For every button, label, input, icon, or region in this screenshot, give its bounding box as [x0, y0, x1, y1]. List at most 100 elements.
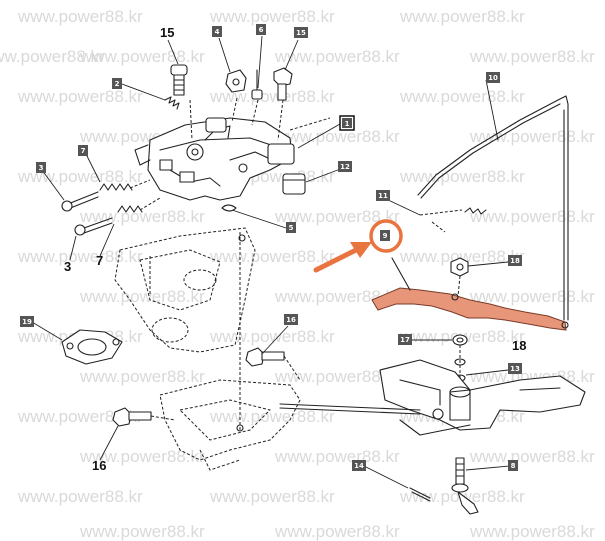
spring-7-upper-icon — [99, 183, 133, 191]
leader-lines — [31, 35, 511, 489]
svg-text:17: 17 — [400, 336, 410, 344]
callout-tag-14: 14 — [352, 460, 366, 471]
screw-3-upper-icon — [61, 191, 99, 212]
watermark: www.power88.kr — [17, 7, 143, 26]
label-18: 18 — [512, 338, 526, 353]
watermark: www.power88.kr — [274, 207, 400, 226]
watermark: www.power88.kr — [79, 207, 205, 226]
callout-tag-6: 6 — [256, 24, 266, 35]
callout-tag-3: 3 — [36, 162, 46, 173]
watermark: www.power88.kr — [274, 367, 400, 386]
callout-tag-15: 15 — [294, 27, 308, 38]
svg-text:16: 16 — [286, 316, 296, 324]
callout-tag-10: 10 — [486, 72, 500, 83]
gasket-19-icon — [61, 329, 123, 365]
callout-tag-5: 5 — [286, 222, 296, 233]
watermark: www.power88.kr — [17, 87, 143, 106]
callout-tag-4: 4 — [212, 26, 222, 37]
callout-tag-19: 19 — [20, 316, 34, 327]
block-12-icon — [282, 173, 306, 195]
callout-tag-7: 7 — [78, 145, 88, 156]
screw-3-lower-icon — [74, 217, 113, 236]
watermark: www.power88.kr — [79, 367, 205, 386]
watermark: www.power88.kr — [274, 447, 400, 466]
housing-outline — [159, 379, 301, 461]
watermark: www.power88.kr — [79, 287, 205, 306]
svg-text:12: 12 — [340, 163, 350, 171]
bolt-15-icon — [170, 64, 188, 96]
svg-text:7: 7 — [81, 147, 86, 155]
watermark-layer: www.power88.kr www.power88.kr www.power8… — [0, 7, 595, 541]
shaft-housing — [379, 359, 586, 431]
label-3: 3 — [64, 259, 71, 274]
spring-2-icon — [164, 96, 180, 110]
screw-6-icon — [251, 69, 263, 100]
watermark: www.power88.kr — [17, 167, 143, 186]
watermark: www.power88.kr — [79, 522, 205, 541]
svg-text:9: 9 — [383, 232, 388, 240]
callout-tags: 1 2 3 4 5 6 7 8 9 10 11 12 13 14 15 16 1… — [20, 24, 526, 473]
bolt-8-icon — [451, 457, 479, 515]
callout-tag-16: 16 — [284, 314, 298, 325]
highlight-circle-icon — [369, 219, 403, 253]
spring-7-lower-icon — [117, 205, 143, 213]
nut-4-icon — [225, 69, 247, 93]
highlight-arrow-icon — [313, 242, 372, 273]
callout-tag-1: 1 — [339, 115, 355, 131]
svg-text:5: 5 — [289, 224, 294, 232]
watermark: www.power88.kr — [17, 407, 143, 426]
watermark: www.power88.kr — [17, 487, 143, 506]
watermark: www.power88.kr — [274, 522, 400, 541]
svg-text:3: 3 — [39, 164, 44, 172]
intake-outline — [114, 227, 256, 353]
svg-text:2: 2 — [115, 80, 120, 88]
watermark: www.power88.kr — [209, 247, 335, 266]
watermark: www.power88.kr — [209, 487, 335, 506]
svg-text:11: 11 — [378, 192, 388, 200]
watermark: www.power88.kr — [469, 522, 595, 541]
linkage-assembly — [279, 95, 586, 515]
callout-tag-17: 17 — [398, 334, 412, 345]
spring-11-icon — [464, 207, 487, 215]
watermark: www.power88.kr — [209, 407, 335, 426]
callout-tag-12: 12 — [338, 161, 352, 172]
callout-tag-13: 13 — [508, 363, 522, 374]
svg-text:19: 19 — [22, 318, 32, 326]
watermark: www.power88.kr — [399, 87, 525, 106]
label-7: 7 — [96, 253, 103, 268]
watermark: www.power88.kr — [274, 47, 400, 66]
watermark: www.power88.kr — [469, 127, 595, 146]
label-16: 16 — [92, 458, 106, 473]
callout-tag-8: 8 — [508, 460, 518, 471]
pin-14-icon — [409, 487, 431, 502]
callout-tag-11: 11 — [376, 190, 390, 201]
callout-tag-9: 9 — [380, 230, 390, 241]
svg-text:6: 6 — [259, 26, 264, 34]
callout-tag-2: 2 — [112, 78, 122, 89]
watermark: www.power88.kr — [399, 247, 525, 266]
watermark: www.power88.kr — [399, 167, 525, 186]
svg-text:10: 10 — [488, 74, 498, 82]
svg-text:4: 4 — [215, 28, 220, 36]
watermark: www.power88.kr — [399, 7, 525, 26]
svg-text:13: 13 — [510, 365, 520, 373]
watermark: www.power88.kr — [209, 87, 335, 106]
svg-text:14: 14 — [354, 462, 364, 470]
watermark: www.power88.kr — [0, 47, 105, 66]
svg-text:1: 1 — [345, 120, 350, 128]
watermark: www.power88.kr — [274, 287, 400, 306]
watermark: www.power88.kr — [469, 47, 595, 66]
watermark: www.power88.kr — [79, 47, 205, 66]
svg-text:15: 15 — [296, 29, 306, 37]
callout-tag-18: 18 — [508, 255, 522, 266]
watermark: www.power88.kr — [79, 447, 205, 466]
watermark: www.power88.kr — [17, 247, 143, 266]
watermark: www.power88.kr — [209, 327, 335, 346]
lever-9-highlight — [371, 287, 567, 331]
bolt-15b-icon — [273, 67, 293, 101]
watermark: www.power88.kr — [469, 447, 595, 466]
watermark: www.power88.kr — [209, 7, 335, 26]
control-bracket-assembly — [61, 64, 331, 471]
